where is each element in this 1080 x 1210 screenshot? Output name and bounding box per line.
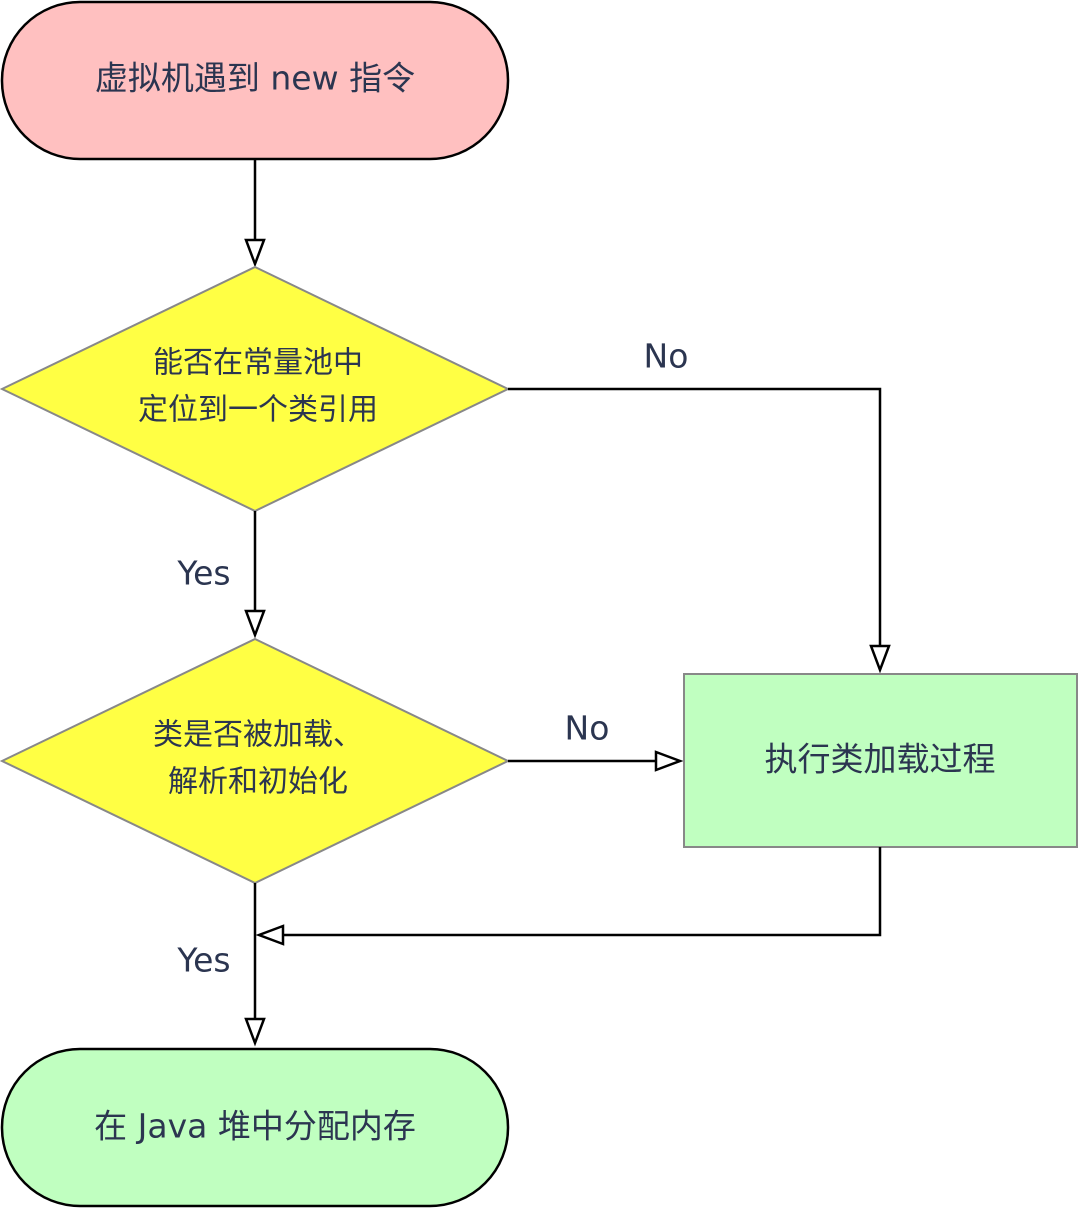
process-label: 执行类加载过程	[765, 740, 996, 779]
decision2-no-label: No	[565, 709, 610, 748]
start-node: 虚拟机遇到 new 指令	[0, 0, 510, 161]
end-node-label: 在 Java 堆中分配内存	[94, 1107, 416, 1146]
decision-node-class-reference: 能否在常量池中 定位到一个类引用	[0, 265, 511, 513]
end-node-shape	[0, 1047, 510, 1208]
end-node: 在 Java 堆中分配内存	[0, 1047, 510, 1208]
arrowhead-icon	[869, 644, 891, 674]
arrowhead-icon	[244, 609, 266, 639]
edge-process-return	[255, 847, 882, 946]
edge-line	[283, 847, 882, 937]
decision1-line2: 定位到一个类引用	[138, 393, 378, 428]
edge-decision1-no: No	[508, 337, 891, 674]
edge-line	[508, 387, 882, 646]
edge-start-to-decision1	[244, 159, 266, 268]
arrowhead-icon	[654, 750, 684, 772]
edge-decision2-no: No	[508, 709, 684, 772]
decision-node-class-loaded: 类是否被加载、 解析和初始化	[0, 637, 511, 885]
decision1-shape	[0, 265, 511, 513]
decision2-line1: 类是否被加载、	[153, 718, 363, 753]
decision2-shape	[0, 637, 511, 885]
decision1-line1: 能否在常量池中	[153, 346, 363, 381]
decision2-line2: 解析和初始化	[168, 765, 348, 800]
arrowhead-icon	[255, 924, 285, 946]
process-node-class-loading: 执行类加载过程	[683, 673, 1078, 848]
arrowhead-icon	[244, 1017, 266, 1047]
start-node-label: 虚拟机遇到 new 指令	[95, 59, 415, 98]
arrowhead-icon	[244, 238, 266, 268]
edge-decision2-yes: Yes	[176, 883, 266, 1047]
decision2-yes-label: Yes	[176, 941, 230, 980]
edge-decision1-yes: Yes	[176, 511, 266, 639]
decision1-no-label: No	[644, 337, 689, 376]
decision1-yes-label: Yes	[176, 554, 230, 593]
